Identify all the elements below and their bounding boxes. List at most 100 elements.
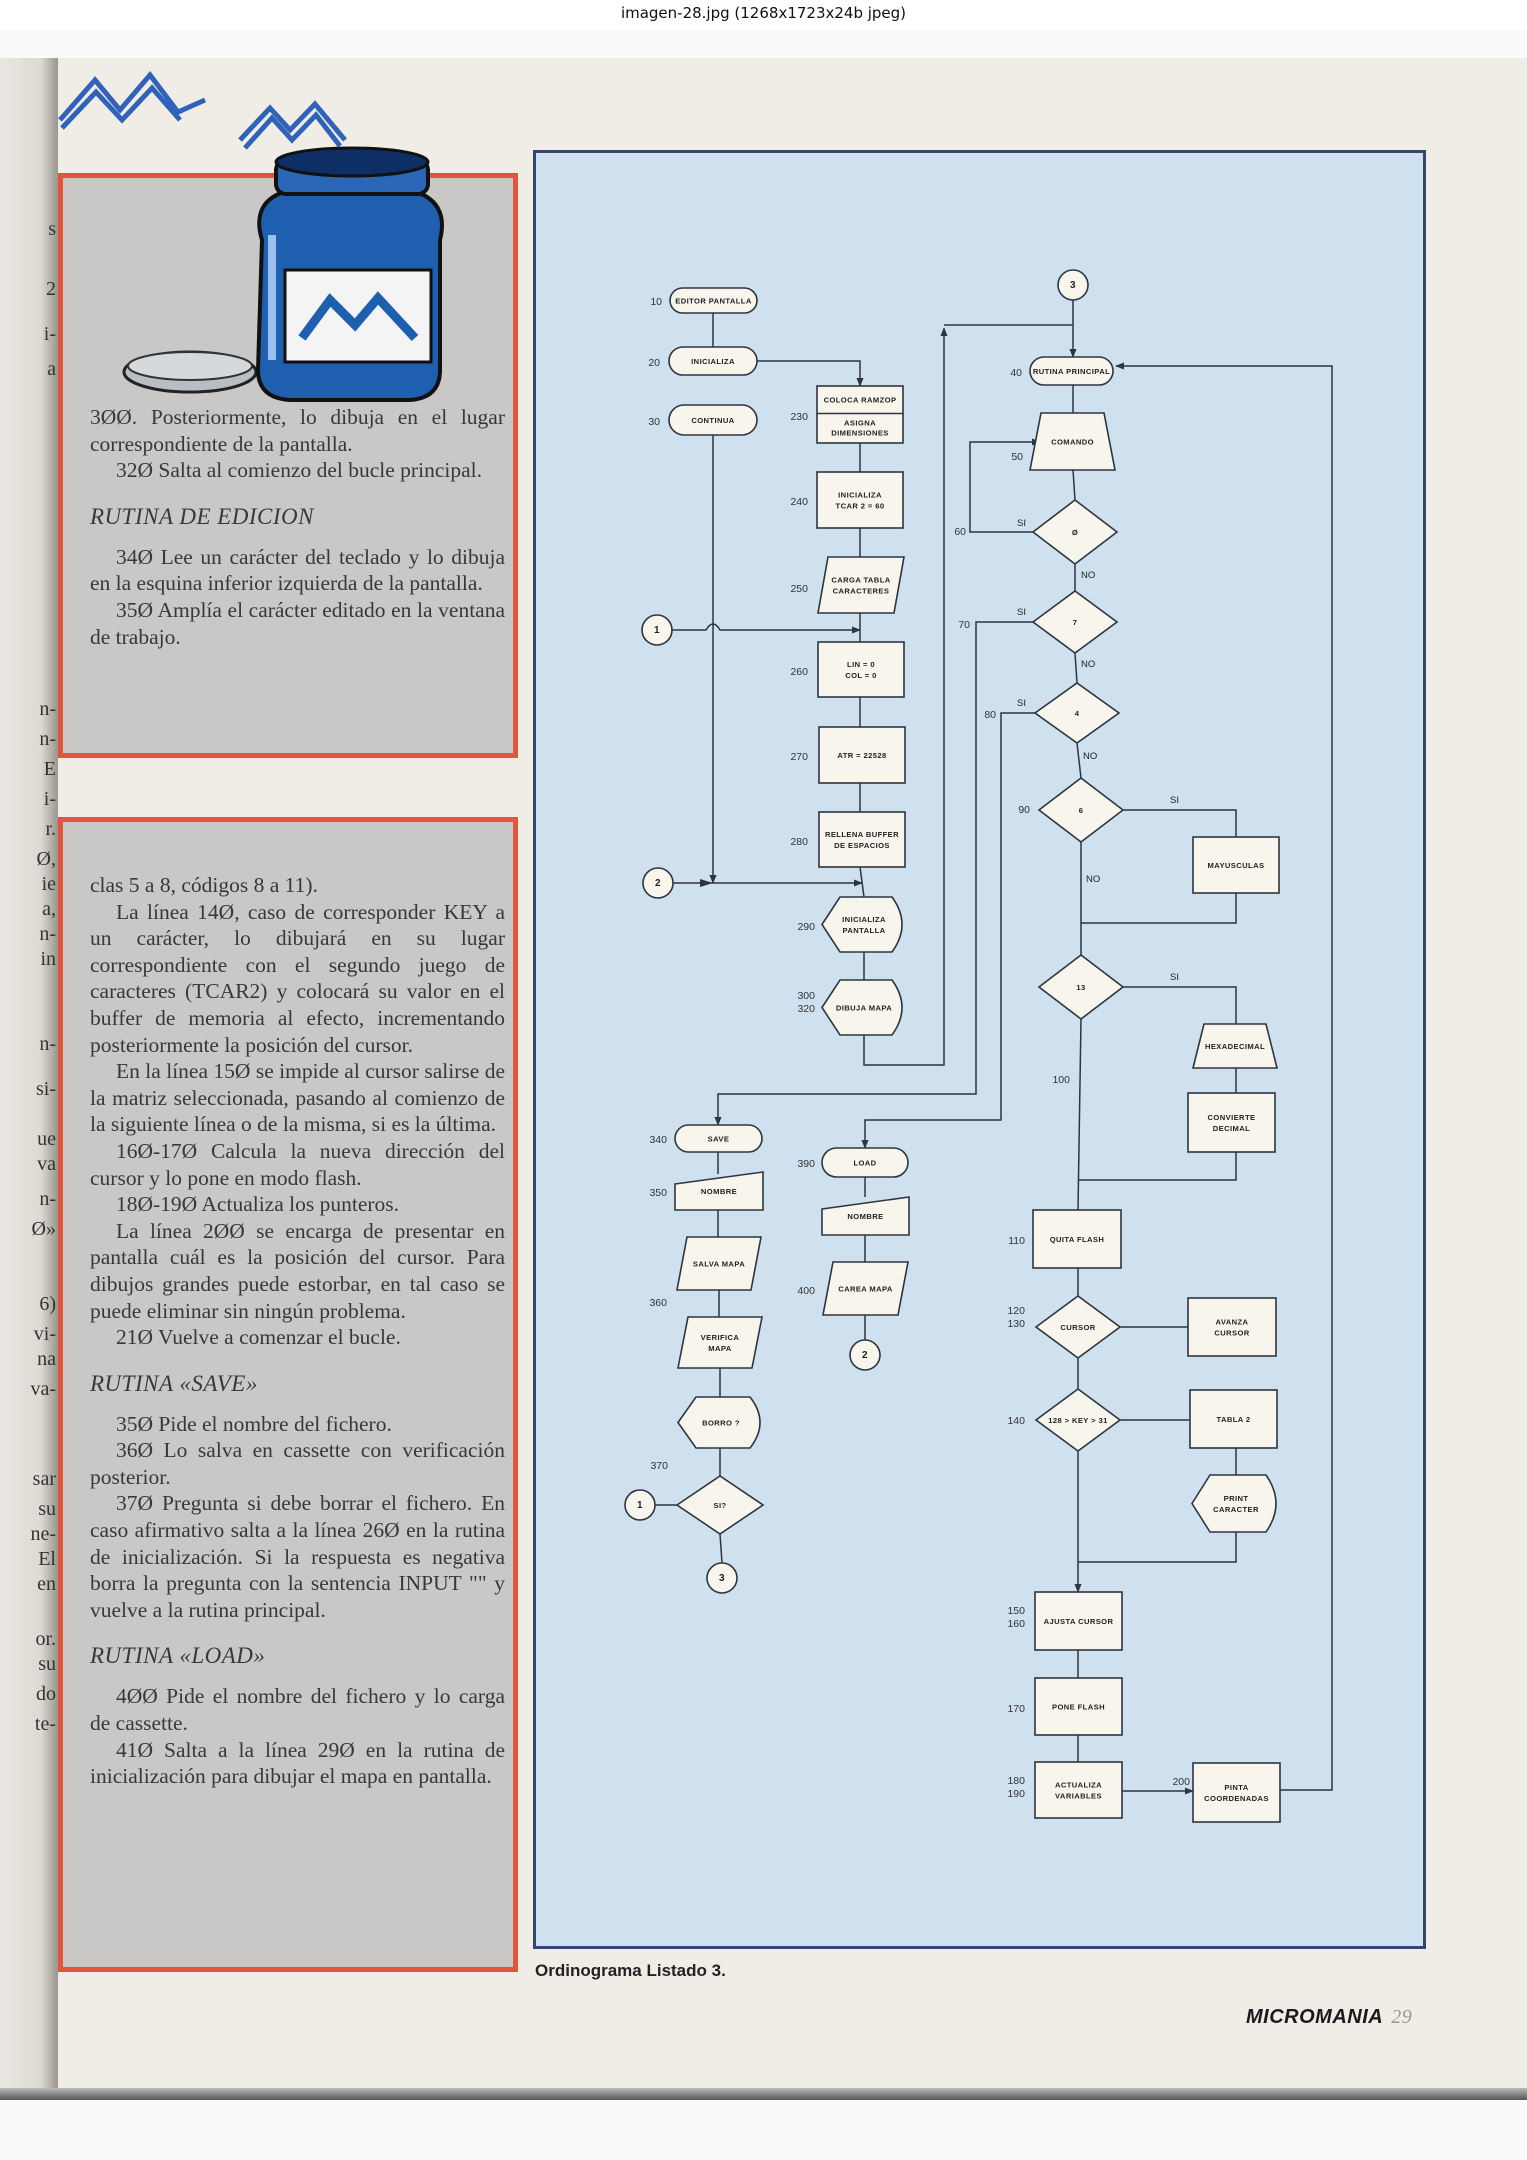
previous-page-text-fragment: en xyxy=(37,1573,56,1595)
node-shape xyxy=(821,1147,909,1178)
node-label: TCAR 2 = 60 xyxy=(836,502,885,511)
node-shape xyxy=(1034,1677,1123,1736)
line-number-label: 320 xyxy=(797,1003,815,1015)
line-number-label: 170 xyxy=(1007,1703,1025,1715)
flow-connector-line xyxy=(1076,742,1082,779)
node-shape xyxy=(674,1124,763,1153)
node-label: DIMENSIONES xyxy=(831,429,889,438)
node-shape xyxy=(642,867,674,899)
flow-connector-line xyxy=(969,438,1041,533)
node-shape xyxy=(816,385,904,444)
previous-page-text-fragment: or. xyxy=(35,1628,56,1650)
flowchart-node-decision: 13 xyxy=(1037,953,1125,1021)
flow-connector-line xyxy=(1115,362,1333,1791)
paragraph: 41Ø Salta a la línea 29Ø en la rutina de… xyxy=(90,1737,505,1789)
line-number-label: 350 xyxy=(649,1187,667,1199)
node-label: ATR = 22528 xyxy=(837,751,886,760)
node-shape xyxy=(1031,590,1119,654)
line-number-label: 390 xyxy=(797,1158,815,1170)
node-shape xyxy=(1191,1023,1279,1069)
node-shape xyxy=(1034,1761,1123,1819)
flow-connector-line xyxy=(1078,1532,1237,1563)
node-shape xyxy=(669,287,758,314)
line-number-label: 340 xyxy=(649,1134,667,1146)
line-number-label: 230 xyxy=(790,411,808,423)
arrowhead xyxy=(700,879,713,887)
node-shape xyxy=(1029,412,1116,471)
node-label: AVANZA xyxy=(1216,1318,1249,1327)
flowchart-node-display: BORRO ? xyxy=(677,1396,761,1449)
previous-page-text-fragment: ne- xyxy=(30,1523,56,1545)
node-shape xyxy=(817,556,905,614)
branch-yes-label: SI xyxy=(1170,972,1179,983)
text-column-save-load: clas 5 a 8, códigos 8 a 11). La línea 14… xyxy=(90,872,505,1790)
flowchart-node-io: SALVA MAPA xyxy=(676,1236,762,1291)
line-number-label: 90 xyxy=(1018,804,1030,816)
node-label: QUITA FLASH xyxy=(1050,1235,1105,1244)
flowchart-node-process: MAYUSCULAS xyxy=(1192,836,1280,894)
flowchart-node-manual-input: NOMBRE xyxy=(821,1196,910,1236)
node-shape xyxy=(675,1475,765,1535)
node-label: MAPA xyxy=(708,1344,732,1353)
node-label: 2 xyxy=(655,878,661,889)
flow-connector-line xyxy=(1074,652,1078,684)
node-label: CONTINUA xyxy=(691,416,734,425)
branch-no-label: NO xyxy=(1083,751,1097,762)
line-number-label: 180 xyxy=(1007,1775,1025,1787)
flow-connector-line xyxy=(719,1533,723,1564)
previous-page-text-fragment: i- xyxy=(43,323,56,345)
flowchart-node-process: TABLA 2 xyxy=(1189,1389,1278,1449)
node-label: CARACTERES xyxy=(833,587,890,596)
line-number-label: 360 xyxy=(649,1297,667,1309)
node-label: INICIALIZA xyxy=(842,915,886,924)
node-shape xyxy=(1037,953,1125,1021)
paragraph: clas 5 a 8, códigos 8 a 11). xyxy=(90,873,318,897)
node-label: AJUSTA CURSOR xyxy=(1044,1617,1114,1626)
flow-connector-line xyxy=(863,327,948,1066)
flow-connector-line xyxy=(1078,1152,1237,1181)
text-column-edicion: 3ØØ. Posteriormente, lo dibuja en el lug… xyxy=(90,404,505,650)
node-shape xyxy=(818,726,906,784)
node-label: DE ESPACIOS xyxy=(834,841,890,850)
line-number-label: 50 xyxy=(1011,451,1023,463)
paragraph: 35Ø Amplía el carácter editado en la ven… xyxy=(90,597,505,649)
node-label: 13 xyxy=(1076,983,1085,992)
line-number-label: 290 xyxy=(797,921,815,933)
node-shape xyxy=(818,811,906,868)
node-shape xyxy=(706,1562,738,1594)
line-number-label: 250 xyxy=(790,583,808,595)
node-label: PINTA xyxy=(1224,1783,1248,1792)
previous-page-text-fragment: ue xyxy=(37,1128,56,1150)
previous-page-text-fragment: 6) xyxy=(39,1293,56,1315)
node-shape xyxy=(816,471,904,529)
flowchart-panel xyxy=(533,150,1426,1949)
paragraph: 32Ø Salta al comienzo del bucle principa… xyxy=(116,458,482,483)
previous-page-text-fragment: na xyxy=(37,1348,56,1370)
line-number-label: 400 xyxy=(797,1285,815,1297)
section-heading-save: RUTINA «SAVE» xyxy=(90,1370,258,1396)
line-number-label: 10 xyxy=(650,296,662,308)
previous-page-text-fragment: vi- xyxy=(33,1323,56,1345)
node-label: MAYUSCULAS xyxy=(1208,861,1265,870)
node-shape xyxy=(677,1316,763,1369)
paragraph: 34Ø Lee un carácter del teclado y lo dib… xyxy=(90,544,505,596)
node-label: CURSOR xyxy=(1214,1329,1249,1338)
previous-page-text-fragment: te- xyxy=(34,1713,56,1735)
node-label: INICIALIZA xyxy=(838,491,882,500)
page-bottom-edge xyxy=(0,2088,1527,2100)
previous-page-text-fragment: va xyxy=(37,1153,56,1175)
line-number-label: 280 xyxy=(790,836,808,848)
previous-page-text-fragment: va- xyxy=(30,1378,56,1400)
previous-page-text-fragment: in xyxy=(40,948,56,970)
node-shape xyxy=(1033,682,1121,744)
flow-connector-line xyxy=(1123,986,1237,1024)
